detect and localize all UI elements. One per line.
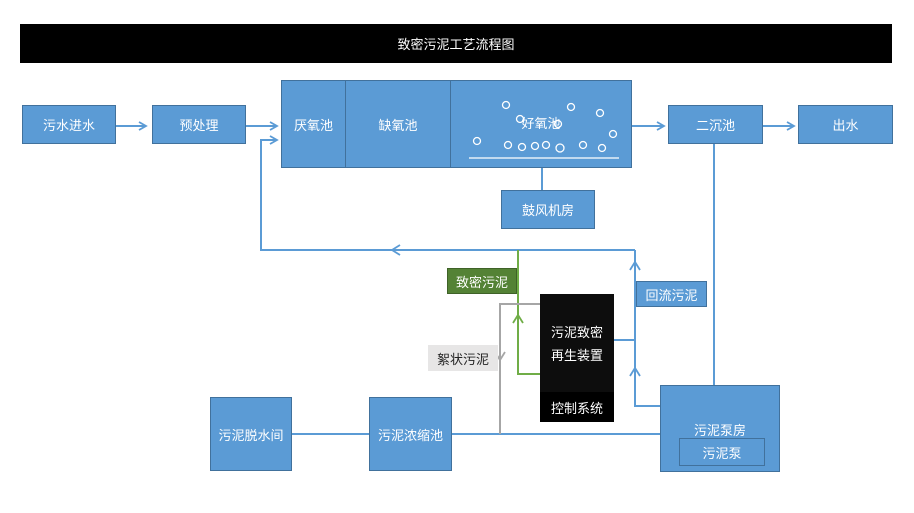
secondary-clarifier-label: 二沉池: [695, 119, 735, 134]
control-system-label: 控制系统: [550, 401, 603, 417]
blower-room-box[interactable]: 鼓风机房: [501, 190, 595, 229]
aerobic-tank-box[interactable]: 好氧池: [450, 80, 632, 168]
return-sludge-label: 回流污泥: [636, 281, 707, 307]
pretreatment-box[interactable]: 预处理: [152, 105, 246, 144]
anaerobic-tank-label: 厌氧池: [293, 118, 333, 134]
dense-sludge-regeneration-device[interactable]: 污泥致密 再生装置: [540, 294, 614, 392]
blower-room-label: 鼓风机房: [521, 204, 574, 219]
aeration-bubbles-icon: [469, 100, 619, 159]
sludge-thickener-label: 污泥浓缩池: [377, 428, 443, 444]
floc-sludge-label: 絮状污泥: [428, 345, 498, 371]
return-sludge-arrow-upper: [629, 260, 641, 271]
sludge-dewatering-label: 污泥脱水间: [218, 428, 284, 444]
secondary-clarifier-box[interactable]: 二沉池: [668, 105, 763, 144]
dense-sludge-line: [517, 250, 540, 375]
sludge-dewatering-box[interactable]: 污泥脱水间: [210, 397, 292, 471]
sludge-pump-house-label: 污泥泵房: [693, 424, 746, 439]
device-label-line1: 污泥致密: [550, 326, 603, 341]
control-system-box[interactable]: 控制系统: [540, 392, 614, 422]
effluent-box[interactable]: 出水: [798, 105, 893, 144]
anaerobic-tank-box[interactable]: 厌氧池: [281, 80, 346, 168]
sludge-pump-box[interactable]: 污泥泵: [679, 438, 765, 466]
sewage-inlet-label: 污水进水: [42, 119, 95, 134]
sewage-inlet-box[interactable]: 污水进水: [22, 105, 116, 144]
anoxic-tank-box[interactable]: 缺氧池: [345, 80, 451, 168]
effluent-label: 出水: [832, 119, 859, 134]
floc-sludge-line: [499, 303, 540, 434]
return-sludge-text: 回流污泥: [645, 288, 698, 304]
diagram-title: 致密污泥工艺流程图: [20, 24, 892, 63]
pretreatment-label: 预处理: [179, 119, 219, 134]
anoxic-tank-label: 缺氧池: [378, 118, 418, 134]
sludge-pump-label: 污泥泵: [702, 446, 742, 462]
sludge-thickener-box[interactable]: 污泥浓缩池: [369, 397, 452, 471]
return-line-to-anaerobic: [260, 135, 635, 251]
dense-sludge-arrow: [512, 313, 524, 324]
return-sludge-riser: [634, 250, 661, 407]
return-arrow-head: [390, 244, 401, 256]
device-label-line2: 再生装置: [550, 349, 603, 364]
aerobic-tank-label: 好氧池: [521, 116, 561, 132]
dense-sludge-label: 致密污泥: [447, 268, 517, 294]
return-sludge-arrow-lower: [629, 366, 641, 377]
